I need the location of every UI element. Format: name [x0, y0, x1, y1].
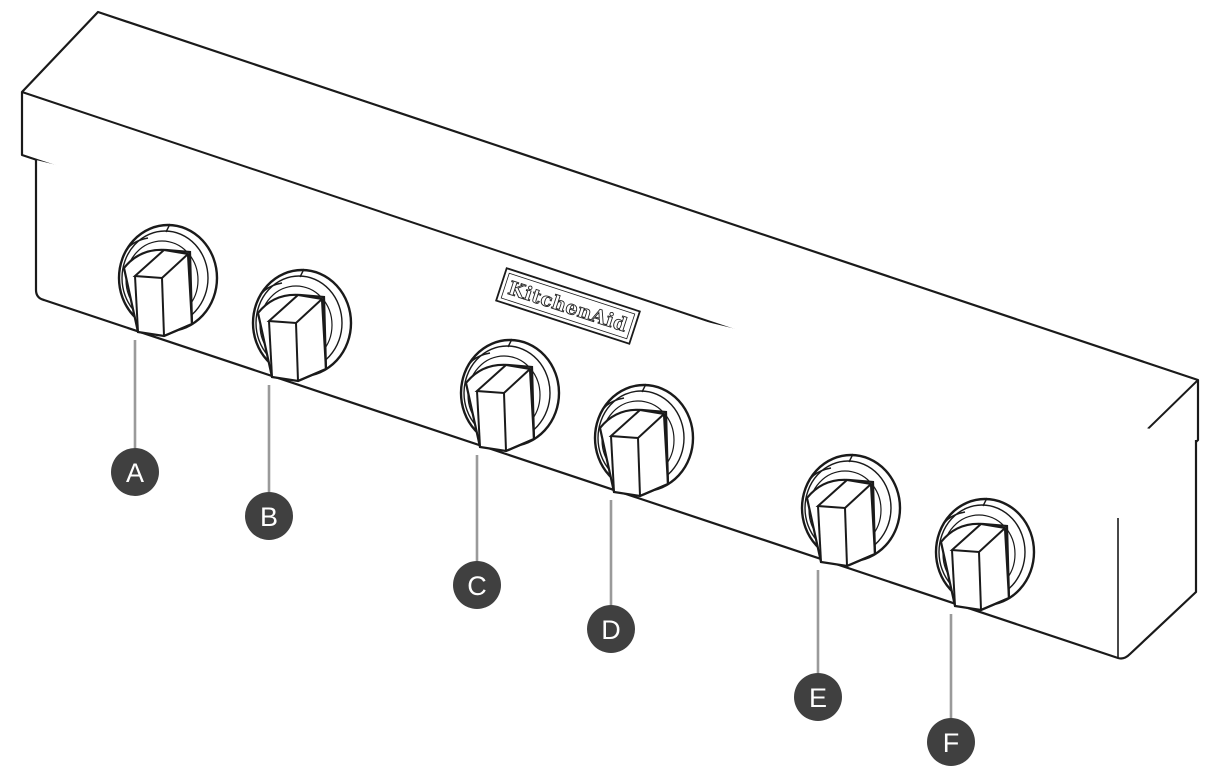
callout-label-b: B	[260, 502, 278, 532]
callout-label-c: C	[467, 571, 487, 601]
callout-label-d: D	[601, 615, 621, 645]
callout-c: C	[453, 561, 501, 609]
callout-label-f: F	[943, 728, 960, 758]
leader-lines	[133, 340, 953, 720]
callout-b: B	[245, 492, 293, 540]
callout-a: A	[111, 448, 159, 496]
callout-e: E	[794, 673, 842, 721]
callout-f: F	[927, 718, 975, 766]
callout-label-e: E	[809, 683, 827, 713]
callout-d: D	[587, 605, 635, 653]
callout-label-a: A	[126, 458, 144, 488]
